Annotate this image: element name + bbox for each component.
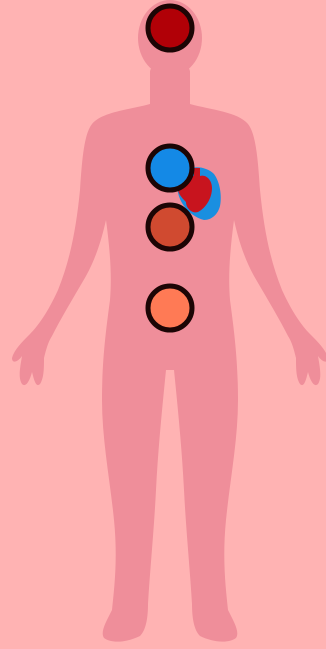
marker-upper-abdomen[interactable] xyxy=(148,205,192,249)
marker-lower-abdomen[interactable] xyxy=(148,286,192,330)
marker-chest[interactable] xyxy=(148,146,192,190)
marker-head[interactable] xyxy=(148,6,192,50)
